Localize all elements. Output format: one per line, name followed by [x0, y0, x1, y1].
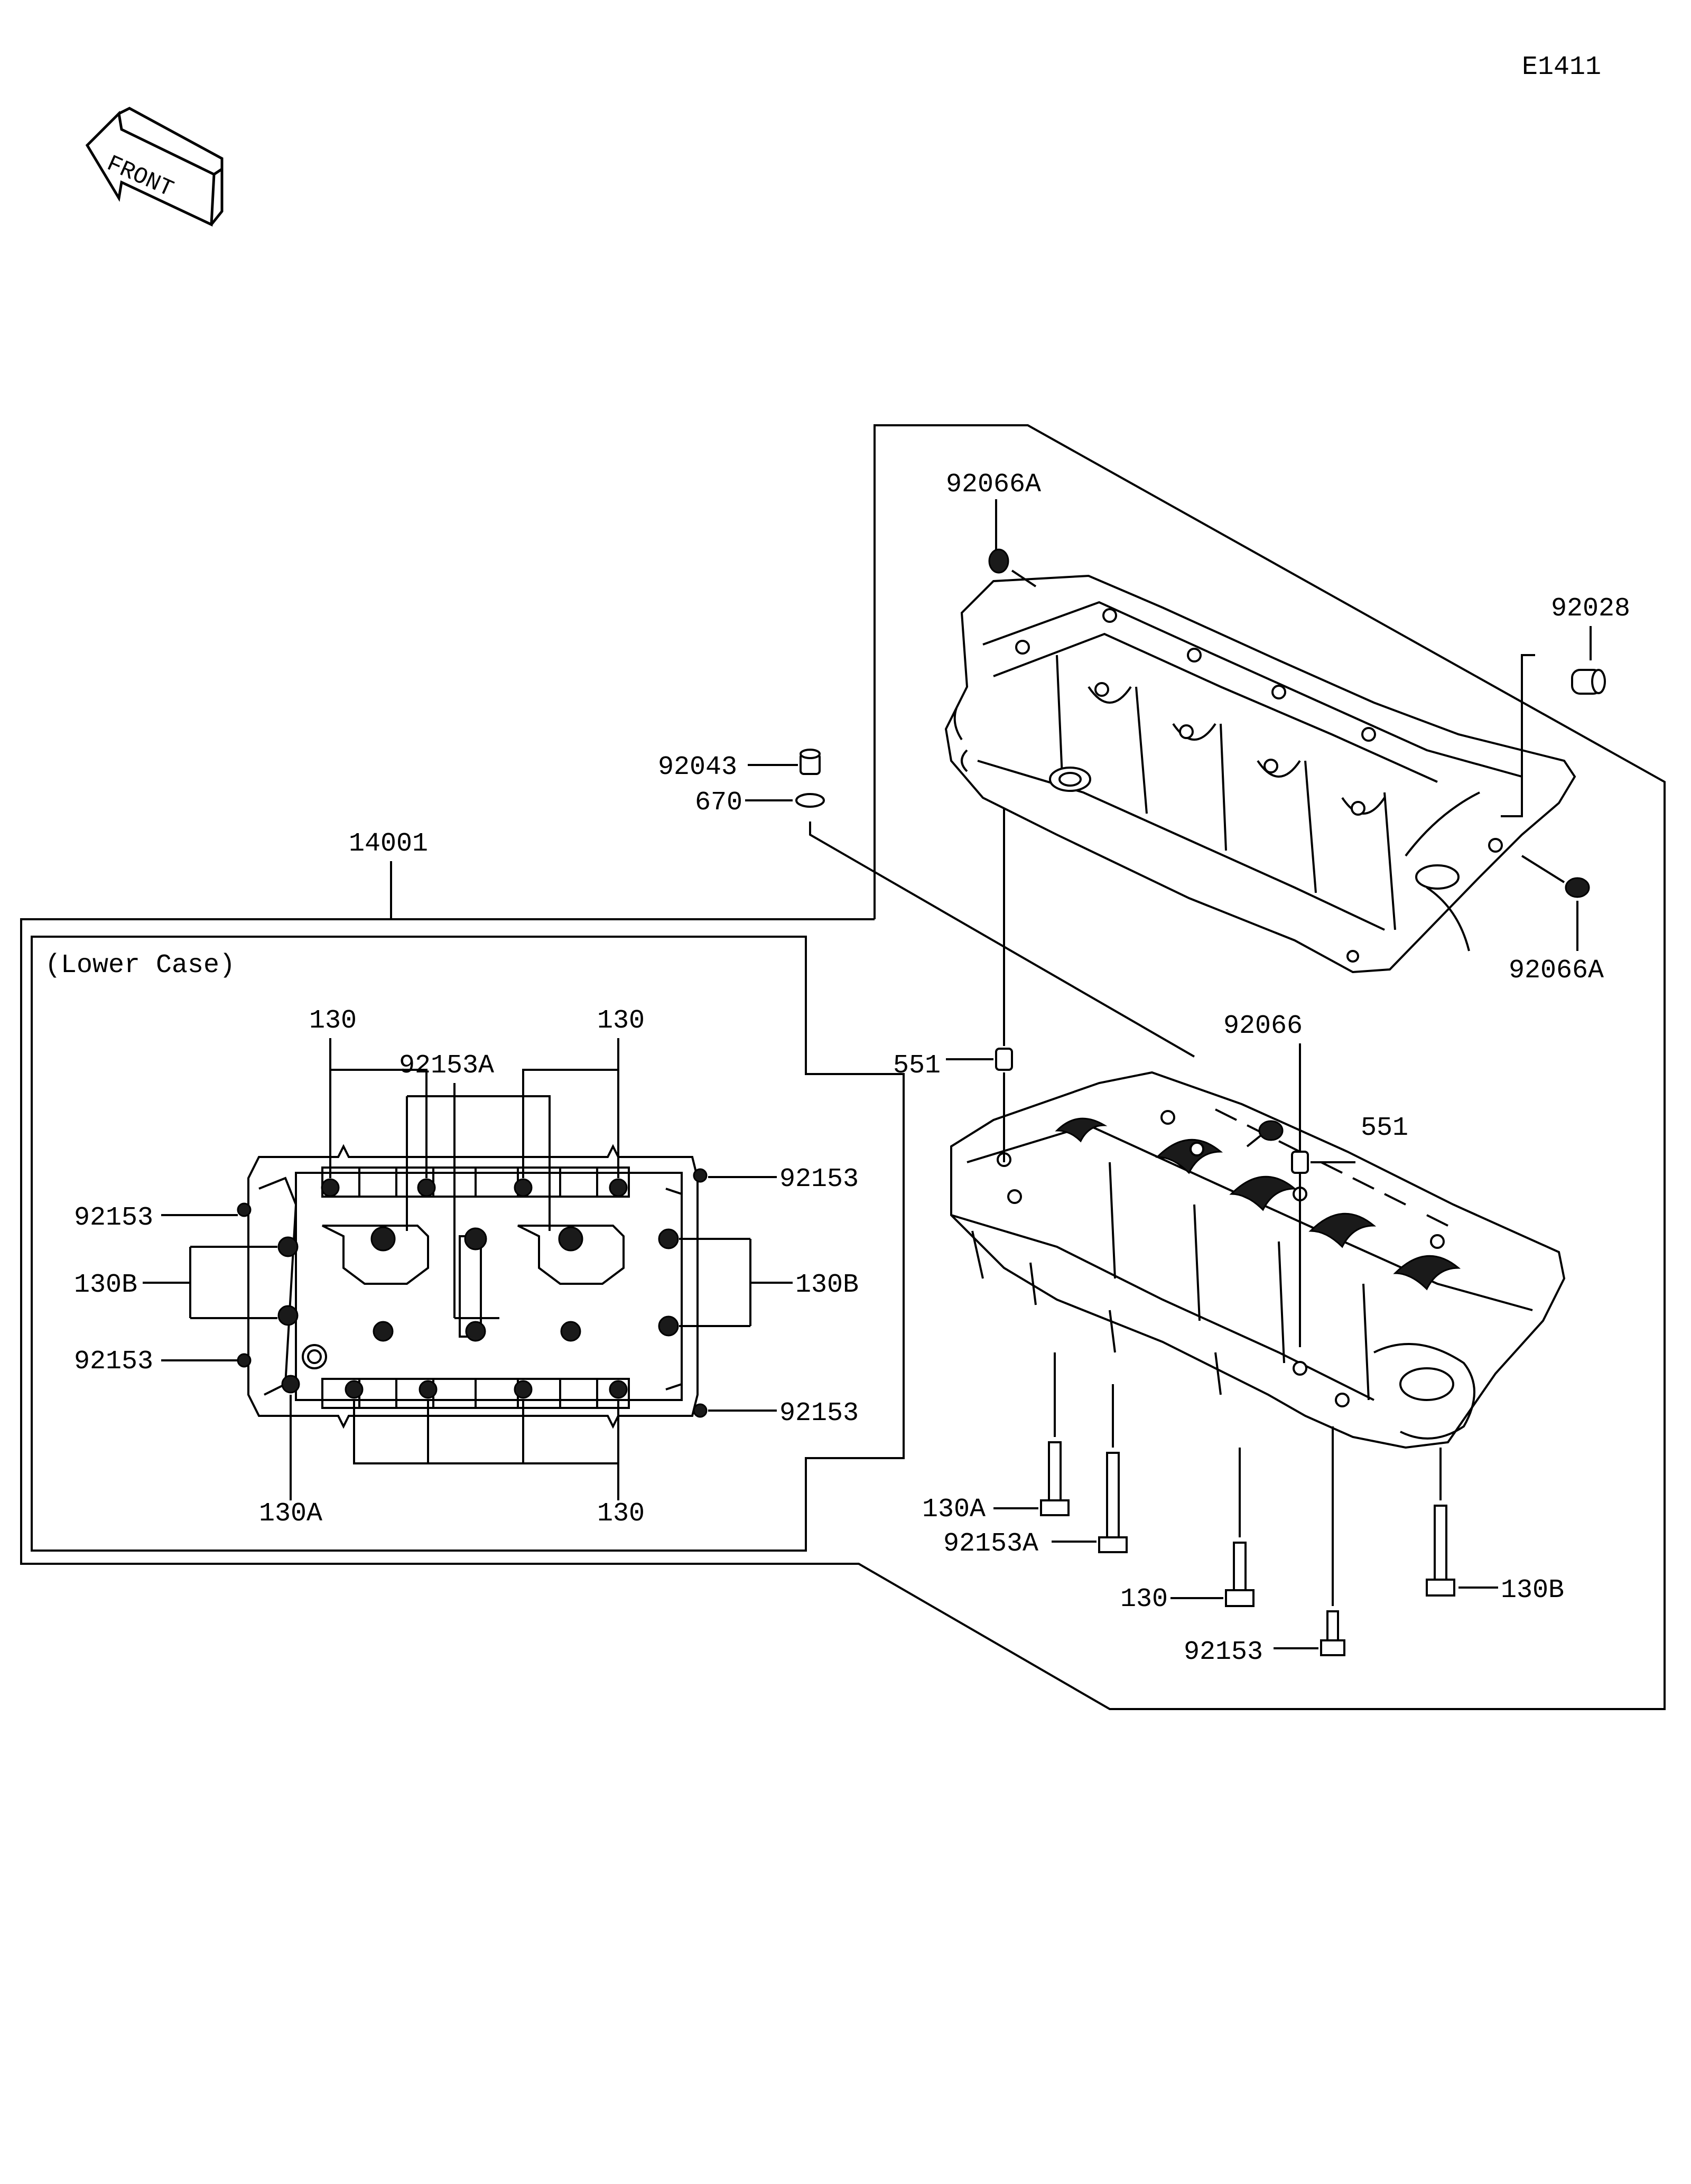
bolt-92153A: [1098, 1452, 1128, 1553]
leader-inset-130-tl-b: [330, 1069, 428, 1178]
label-inset-92153-l2: 92153: [74, 1347, 153, 1377]
dowel-551-right: [1291, 1151, 1309, 1174]
collar-92028: [1571, 669, 1606, 695]
label-92066A-right: 92066A: [1509, 956, 1604, 986]
assembly-part-number: 14001: [349, 829, 428, 859]
upper-crankcase: [944, 574, 1576, 974]
label-92066: 92066: [1223, 1011, 1303, 1041]
label-inset-130-tl: 130: [309, 1006, 357, 1036]
diagram-code: E1411: [1522, 52, 1601, 82]
seal-92066A-top: [988, 548, 1037, 587]
seal-92066: [1246, 1120, 1284, 1147]
label-inset-130-tr: 130: [597, 1006, 645, 1036]
label-670: 670: [695, 788, 742, 818]
inset-title: (Lower Case): [45, 950, 235, 981]
lower-crankcase: [950, 1071, 1566, 1449]
label-92028: 92028: [1551, 594, 1630, 624]
bolt-130B: [1426, 1505, 1455, 1597]
seal-92066A-right: [1521, 855, 1590, 898]
label-551-right: 551: [1361, 1113, 1408, 1143]
front-arrow-label: FRONT: [103, 151, 177, 203]
leader-670-to-case: [809, 822, 1195, 1058]
leader-92028-b: [1501, 654, 1535, 817]
label-92066A-top: 92066A: [946, 470, 1041, 500]
label-inset-130-bottom: 130: [597, 1499, 645, 1529]
oring-670: [795, 793, 825, 808]
label-inset-130B-l: 130B: [74, 1270, 137, 1300]
leader-inset-92153A-b: [407, 1095, 551, 1231]
label-inset-130A: 130A: [259, 1499, 322, 1529]
leader-inset-130-tr-b: [522, 1069, 618, 1178]
label-inset-92153-r2: 92153: [779, 1398, 859, 1429]
label-551-left: 551: [893, 1051, 941, 1081]
assembly-outline: [20, 424, 1666, 1710]
label-inset-92153A: 92153A: [399, 1051, 494, 1081]
label-92153A-bolt: 92153A: [943, 1529, 1038, 1559]
leader-inset-130-bottom-bar: [353, 1400, 618, 1464]
label-inset-130B-r: 130B: [795, 1270, 859, 1300]
lower-case-top-view: [237, 1144, 708, 1429]
label-92153-bolt: 92153: [1184, 1637, 1263, 1667]
label-92043: 92043: [658, 752, 737, 782]
bolt-130A: [1040, 1441, 1070, 1516]
dowel-551-left: [995, 1048, 1013, 1071]
bolt-130: [1225, 1542, 1255, 1607]
plug-92043: [800, 749, 821, 775]
bolt-92153: [1320, 1610, 1345, 1656]
label-inset-92153-l1: 92153: [74, 1203, 153, 1233]
front-arrow-icon: FRONT: [85, 107, 224, 227]
lower-case-inset-frame: [31, 936, 905, 1552]
label-inset-92153-r1: 92153: [779, 1164, 859, 1194]
label-130-bolt: 130: [1120, 1584, 1168, 1614]
label-130B-bolt: 130B: [1501, 1575, 1564, 1606]
label-130A-bolt: 130A: [922, 1495, 986, 1525]
